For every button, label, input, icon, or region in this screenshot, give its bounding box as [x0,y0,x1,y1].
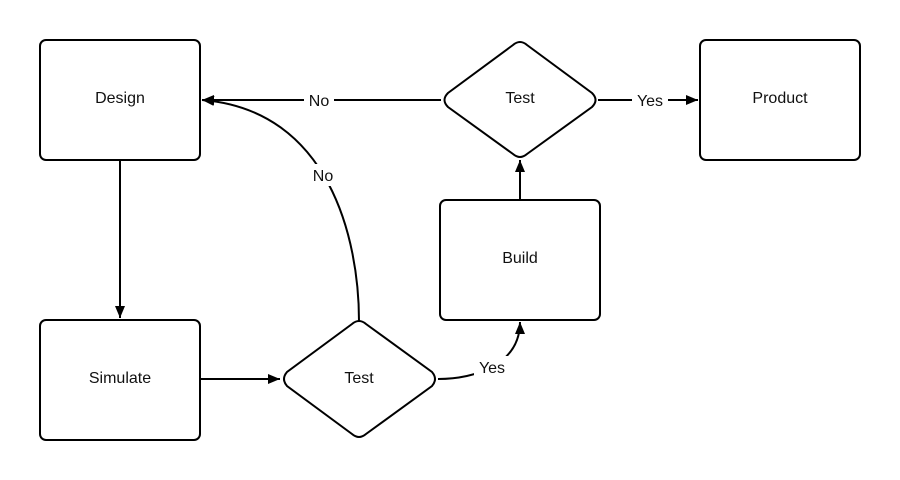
edge-label-top-no: No [304,89,334,111]
node-build: Build [439,199,601,321]
node-design-label: Design [95,90,145,107]
node-test-simulation: Test [283,320,436,438]
edge-label-yes-build: Yes [474,356,510,378]
node-product-label: Product [752,90,808,107]
node-test-build-label: Test [505,90,535,107]
node-simulate-label: Simulate [89,370,151,387]
edge-label-top-no-text: No [309,93,330,110]
edge-label-yes-product: Yes [632,89,668,111]
node-simulate: Simulate [39,319,201,441]
edge-label-yes-build-text: Yes [479,360,505,377]
node-test-build: Test [443,41,597,158]
node-design: Design [39,39,201,161]
node-build-label: Build [502,250,538,267]
edge-test-to-design [201,95,360,322]
edge-label-curve-no-text: No [313,168,334,185]
edge-label-curve-no: No [307,164,339,186]
node-product: Product [699,39,861,161]
edge-label-yes-product-text: Yes [637,93,663,110]
node-test-simulation-label: Test [344,370,374,387]
